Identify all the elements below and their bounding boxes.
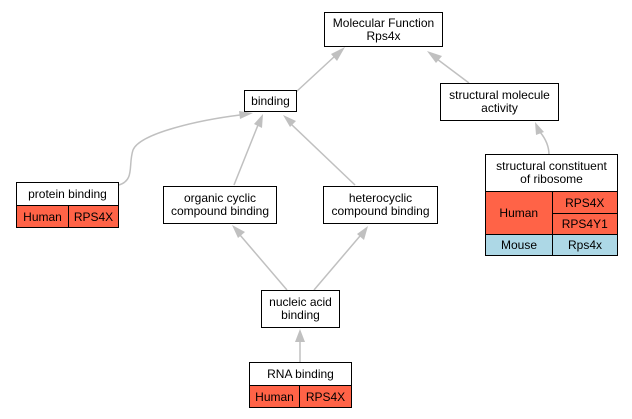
species-cell-human: Human [17, 206, 68, 227]
arrowhead-icon [239, 111, 253, 119]
node-molecular-function[interactable]: Molecular Function Rps4x [324, 12, 443, 47]
node-binding[interactable]: binding [244, 90, 297, 112]
arrowhead-icon [427, 51, 442, 63]
node-label: protein binding [28, 186, 107, 201]
edge-nucleic-acid-to-organic-cyclic [239, 234, 288, 291]
edge-heterocyclic-to-binding [290, 123, 356, 186]
node-label: structural molecule [449, 88, 550, 102]
arrowhead-icon [357, 226, 368, 240]
node-label: binding [251, 93, 290, 108]
arrowhead-icon [283, 115, 296, 127]
node-protein-binding[interactable]: protein binding Human RPS4X [16, 182, 119, 228]
gene-cell[interactable]: Rps4x [552, 235, 617, 255]
gene-row: Human RPS4X [17, 206, 118, 227]
node-label: compound binding [170, 204, 270, 218]
node-label: structural constituent [496, 159, 607, 173]
arrowhead-icon [232, 225, 245, 238]
arrowhead-icon [331, 47, 345, 61]
node-label: Rps4x [366, 28, 401, 43]
node-heterocyclic-compound-binding[interactable]: heterocyclic compound binding [323, 186, 438, 224]
edge-structural-molecule-activity-to-molecular-function [436, 58, 470, 84]
node-organic-cyclic-compound-binding[interactable]: organic cyclic compound binding [163, 186, 277, 224]
gene-cell[interactable]: RPS4Y1 [552, 213, 617, 234]
species-cell-human: Human [486, 192, 552, 234]
species-cell-human: Human [250, 386, 299, 407]
edge-structural-constituent-to-structural-molecule-activity [539, 131, 550, 156]
node-rna-binding[interactable]: RNA binding Human RPS4X [249, 362, 352, 408]
gene-group-human: Human RPS4X RPS4Y1 [486, 192, 617, 234]
gene-cell[interactable]: RPS4X [68, 206, 118, 227]
species-cell-mouse: Mouse [486, 235, 552, 255]
node-header: protein binding [17, 183, 118, 206]
node-label: organic cyclic [183, 191, 257, 205]
node-structural-constituent-of-ribosome[interactable]: structural constituent of ribosome Human… [485, 154, 618, 256]
gene-list: RPS4X RPS4Y1 [551, 192, 617, 234]
node-label: compound binding [331, 204, 430, 218]
node-label: Molecular Function [332, 15, 435, 30]
node-header: structural constituent of ribosome [486, 155, 617, 192]
arrowhead-icon [535, 122, 544, 135]
edge-organic-cyclic-to-binding [233, 124, 259, 186]
node-label: nucleic acid [269, 295, 332, 309]
gene-cell[interactable]: RPS4X [552, 192, 617, 213]
gene-cell[interactable]: RPS4X [299, 386, 351, 407]
node-label: of ribosome [520, 172, 583, 186]
node-header: RNA binding [250, 363, 351, 386]
node-label: binding [281, 308, 320, 322]
node-label: heterocyclic [348, 191, 413, 205]
node-label: activity [481, 101, 518, 115]
edge-protein-binding-to-binding [118, 114, 241, 186]
arrowhead-icon [295, 329, 305, 342]
node-structural-molecule-activity[interactable]: structural molecule activity [440, 83, 559, 121]
edge-nucleic-acid-to-heterocyclic [313, 235, 361, 291]
node-label: RNA binding [267, 366, 334, 381]
edge-binding-to-molecular-function [295, 55, 336, 93]
gene-group-mouse: Mouse Rps4x [486, 234, 617, 255]
node-nucleic-acid-binding[interactable]: nucleic acid binding [261, 290, 340, 328]
gene-row: Human RPS4X [250, 386, 351, 407]
arrowhead-icon [254, 114, 263, 128]
